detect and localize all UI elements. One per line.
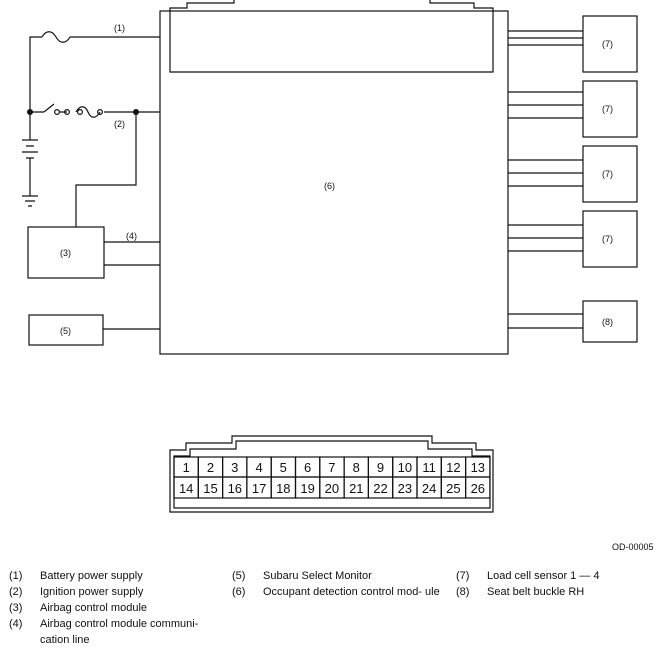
reference-code: OD-00005 (612, 542, 654, 552)
connector-pin-label: 2 (207, 460, 214, 475)
ground-symbol (22, 195, 38, 207)
legend-item-3: (3) Airbag control module (9, 602, 148, 614)
connector-pin-label: 11 (422, 460, 436, 475)
airbag-control-module-box (27, 226, 105, 279)
connector-pin-label: 12 (446, 460, 460, 475)
legend-item-7: (7) Load cell sensor 1 — 4 (456, 570, 600, 582)
occupant-detection-control-module-box (159, 10, 509, 355)
legend-item-4: (4) Airbag control module communi- catio… (9, 618, 199, 646)
connector-pin-grid (173, 456, 491, 499)
connector-pin-label: 26 (471, 481, 485, 496)
load-cell-sensor-box-1 (582, 15, 638, 73)
connector-pin-label: 1 (183, 460, 190, 475)
connector-pin-label: 13 (471, 460, 485, 475)
connector-pin-label: 23 (398, 481, 412, 496)
connector-pin-label: 21 (349, 481, 363, 496)
legend-item-8: (8) Seat belt buckle RH (456, 586, 585, 598)
legend-item-2: (2) Ignition power supply (9, 586, 144, 598)
load-cell-sensor-box-3 (582, 145, 638, 203)
connector-pin-cell (465, 476, 491, 499)
component-label-3: (3) (60, 248, 71, 258)
connector-pin-label: 20 (325, 481, 339, 496)
wire-label-2: (2) (114, 119, 125, 129)
subaru-select-monitor-box (28, 314, 104, 346)
junction-dot-right (133, 109, 139, 115)
legend-item-1: (1) Battery power supply (9, 570, 143, 582)
fuse-2-symbol (75, 106, 101, 118)
connector-pin-label: 17 (252, 481, 266, 496)
connector-housing (169, 435, 494, 513)
connector-pin-label: 16 (228, 481, 242, 496)
connector-pin-label: 25 (446, 481, 460, 496)
fuse-1-symbol (41, 31, 71, 43)
component-label-5: (5) (60, 326, 71, 336)
component-label-8: (8) (602, 317, 613, 327)
junction-dot-left (27, 109, 33, 115)
connector-pin-label: 6 (304, 460, 311, 475)
connector-pin-label: 5 (280, 460, 287, 475)
connector-pin-label: 14 (179, 481, 193, 496)
connector-pin-label: 24 (422, 481, 436, 496)
legend-item-6: (6) Occupant detection control mod- ule (232, 586, 440, 598)
connector-pin-label: 4 (255, 460, 262, 475)
connector-pin-label: 8 (353, 460, 360, 475)
connector-pin-label: 9 (377, 460, 384, 475)
connector-pin-label: 10 (398, 460, 412, 475)
battery-supply-wire (29, 36, 160, 112)
wire-label-1: (1) (114, 23, 125, 33)
wiring-diagram: (1) (2) (4) (3) (5) (6) (7) (7) (7) (7) … (22, 0, 638, 355)
connector-pin-label: 19 (300, 481, 314, 496)
seat-belt-buckle-box (582, 300, 638, 343)
load-cell-sensor-box-2 (582, 80, 638, 138)
component-label-7d: (7) (602, 234, 613, 244)
connector-pin-label: 22 (373, 481, 387, 496)
load-cell-sensor-box-4 (582, 210, 638, 268)
component-label-7b: (7) (602, 104, 613, 114)
component-label-7a: (7) (602, 39, 613, 49)
legend-item-5: (5) Subaru Select Monitor (232, 570, 372, 582)
airbag-ignition-branch-wire (75, 112, 137, 227)
ignition-supply-wire (30, 103, 160, 113)
airbag-communication-wire (104, 241, 160, 266)
connector-pin-label: 18 (276, 481, 290, 496)
component-label-6: (6) (324, 181, 335, 191)
ignition-switch-contact (53, 108, 60, 115)
connector-housing (169, 0, 494, 73)
connector-pin-label: 3 (231, 460, 238, 475)
connector-inner-outline (173, 440, 491, 509)
wire-label-4: (4) (126, 231, 137, 241)
connector-pin-label: 7 (328, 460, 335, 475)
component-label-7c: (7) (602, 169, 613, 179)
battery-symbol (22, 112, 38, 196)
connector-pin-label: 15 (203, 481, 217, 496)
